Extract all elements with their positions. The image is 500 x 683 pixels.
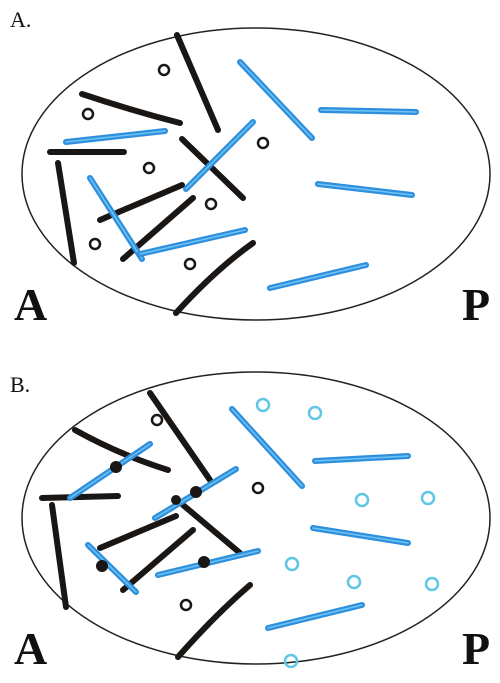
black-ring-icon <box>251 481 265 495</box>
panel-a-label: A. <box>10 7 31 32</box>
black-dot-icon <box>171 495 181 505</box>
cyan-ring-icon <box>424 576 440 592</box>
black-dot-icon <box>198 556 210 568</box>
cyan-ring-icon <box>284 556 300 572</box>
cyan-ring-icon <box>354 492 370 508</box>
black-rod-icon <box>72 427 171 473</box>
panel-b-posterior-label: P <box>462 623 490 674</box>
blue-rod-highlight <box>185 121 254 190</box>
black-ring-icon <box>88 237 102 251</box>
blue-rod-highlight <box>69 443 151 499</box>
blue-rod-highlight <box>317 183 413 196</box>
black-rod-icon <box>97 513 179 551</box>
black-rod-icon <box>179 136 246 201</box>
blue-rod-highlight <box>239 61 313 139</box>
blue-rod-highlight <box>267 604 363 629</box>
blue-rod-highlight <box>320 109 417 113</box>
cyan-ring-icon <box>420 490 436 506</box>
black-ring-icon <box>256 136 270 150</box>
black-ring-icon <box>204 197 218 211</box>
black-dot-icon <box>190 486 202 498</box>
blue-rod-highlight <box>314 455 409 462</box>
cyan-ring-icon <box>255 397 271 413</box>
black-rod-icon <box>180 502 243 556</box>
black-dot-icon <box>96 560 108 572</box>
black-ring-icon <box>183 257 197 271</box>
panel-b-label: B. <box>10 372 30 397</box>
panel-a: A. A P <box>10 7 491 330</box>
black-ring-icon <box>150 413 164 427</box>
cyan-ring-icon <box>346 574 362 590</box>
black-rod-icon <box>147 390 213 483</box>
black-rod-icon <box>39 493 121 501</box>
panel-b: B. A P <box>10 371 491 674</box>
black-rod-icon <box>55 160 77 266</box>
blue-rod-highlight <box>87 544 137 593</box>
cell-outline-icon <box>21 371 491 665</box>
cyan-ring-icon <box>283 653 299 669</box>
cell-outline-icon <box>21 27 491 321</box>
blue-rod-highlight <box>312 527 409 544</box>
cyan-ring-icon <box>307 405 323 421</box>
black-rod-icon <box>175 582 253 660</box>
blue-rod-highlight <box>269 264 367 289</box>
black-dot-icon <box>110 461 122 473</box>
blue-rod-highlight <box>65 130 166 143</box>
blue-rod-highlight <box>231 408 303 487</box>
black-rod-icon <box>49 502 69 610</box>
black-ring-icon <box>179 598 193 612</box>
blue-rod-highlight <box>89 177 143 260</box>
black-ring-icon <box>81 107 95 121</box>
black-ring-icon <box>157 63 171 77</box>
black-rod-icon <box>120 527 196 593</box>
blue-rod-highlight <box>139 229 246 255</box>
panel-a-posterior-label: P <box>462 279 490 330</box>
rods-group-a <box>47 32 419 316</box>
black-ring-icon <box>142 161 156 175</box>
black-rod-icon <box>173 240 256 316</box>
black-rod-icon <box>174 32 221 133</box>
rings-group-a <box>81 63 270 271</box>
rods-group-b <box>39 390 411 660</box>
rings-group-b <box>96 397 440 669</box>
panel-a-anterior-label: A <box>14 279 47 330</box>
black-rod-icon <box>79 91 183 126</box>
panel-b-anterior-label: A <box>14 623 47 674</box>
